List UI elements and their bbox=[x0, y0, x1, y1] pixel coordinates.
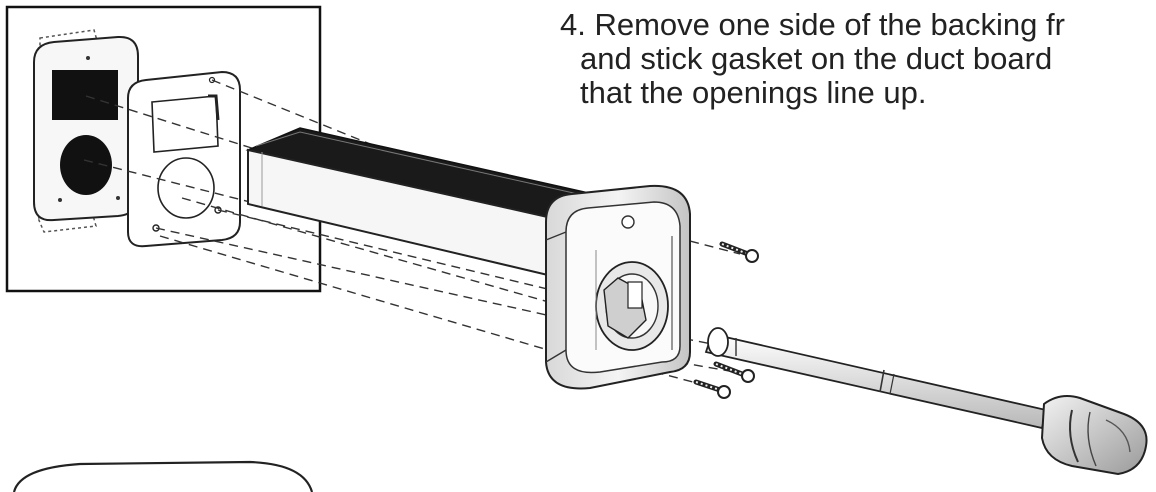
step-line-3: that the openings line up. bbox=[580, 75, 927, 110]
step-text-line-1: Remove one side of the backing fr bbox=[594, 8, 1065, 42]
control-rod-assembly bbox=[704, 327, 1148, 476]
screw-top bbox=[719, 241, 759, 263]
step-number: 4. bbox=[560, 8, 586, 42]
back-plate-round-opening bbox=[60, 135, 112, 195]
back-plate-rect-opening bbox=[52, 70, 118, 120]
step-instruction: 4. Remove one side of the backing fr and… bbox=[560, 8, 1156, 110]
control-knob bbox=[1040, 395, 1148, 476]
step-line-1: 4. Remove one side of the backing fr bbox=[560, 8, 1156, 42]
screw-middle bbox=[713, 361, 755, 383]
vent-housing bbox=[545, 184, 691, 390]
screw-bottom bbox=[693, 379, 731, 399]
next-figure-outline bbox=[12, 460, 314, 492]
mounting-screws bbox=[693, 241, 759, 399]
step-line-2: and stick gasket on the duct board bbox=[580, 41, 1053, 76]
